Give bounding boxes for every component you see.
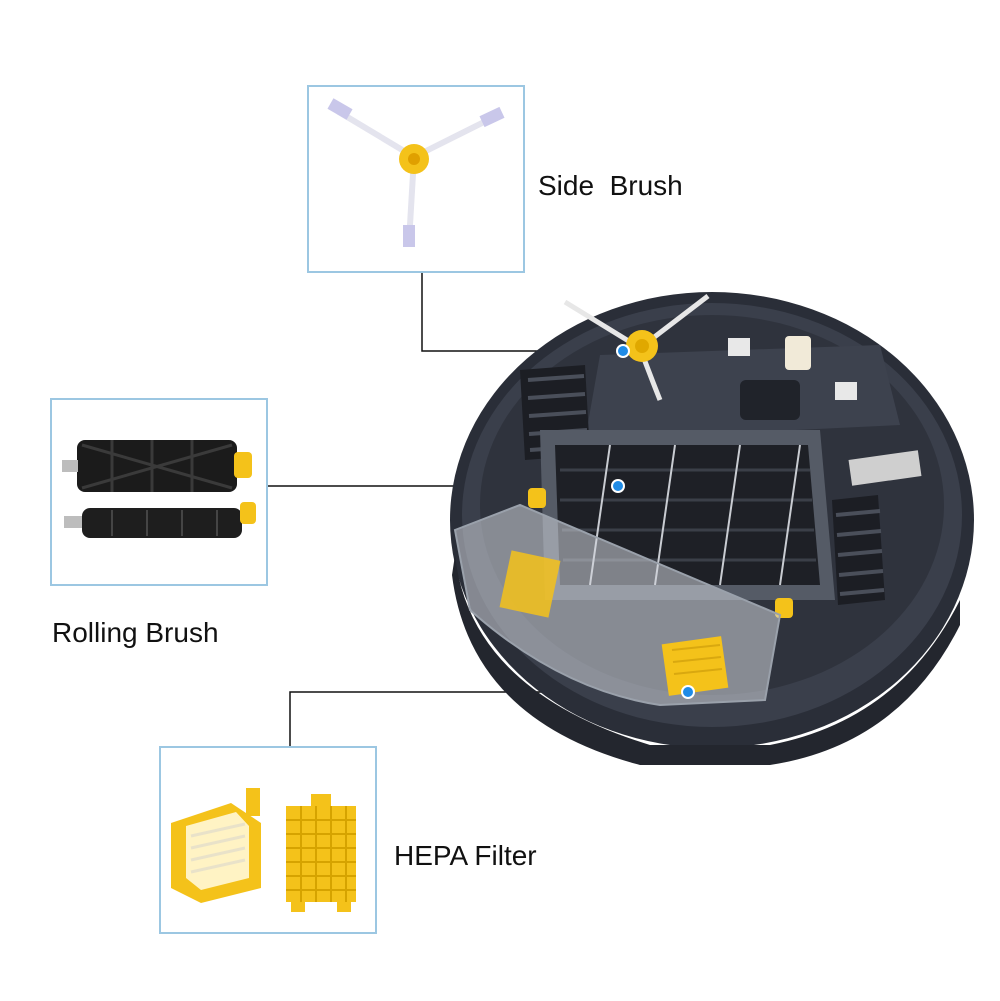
robot-side-brush bbox=[563, 294, 710, 401]
side-brush-image-box bbox=[307, 85, 525, 273]
side-brush-part-icon bbox=[327, 98, 505, 247]
rolling-brush-label: Rolling Brush bbox=[52, 617, 219, 648]
rolling-brush-part-icon bbox=[62, 440, 256, 538]
side-brush-label: Side Brush bbox=[538, 170, 683, 201]
rolling-brush-marker bbox=[611, 479, 625, 493]
side-brush-marker bbox=[616, 344, 630, 358]
hepa-filter-label: HEPA Filter bbox=[394, 840, 537, 871]
rolling-brush-image-box bbox=[50, 398, 268, 586]
callout-markers bbox=[611, 344, 695, 699]
robot-vacuum-illustration bbox=[450, 292, 974, 765]
hepa-filter-image-box bbox=[159, 746, 377, 934]
hepa-filter-marker bbox=[681, 685, 695, 699]
hepa-filter-part-icon bbox=[171, 788, 356, 912]
